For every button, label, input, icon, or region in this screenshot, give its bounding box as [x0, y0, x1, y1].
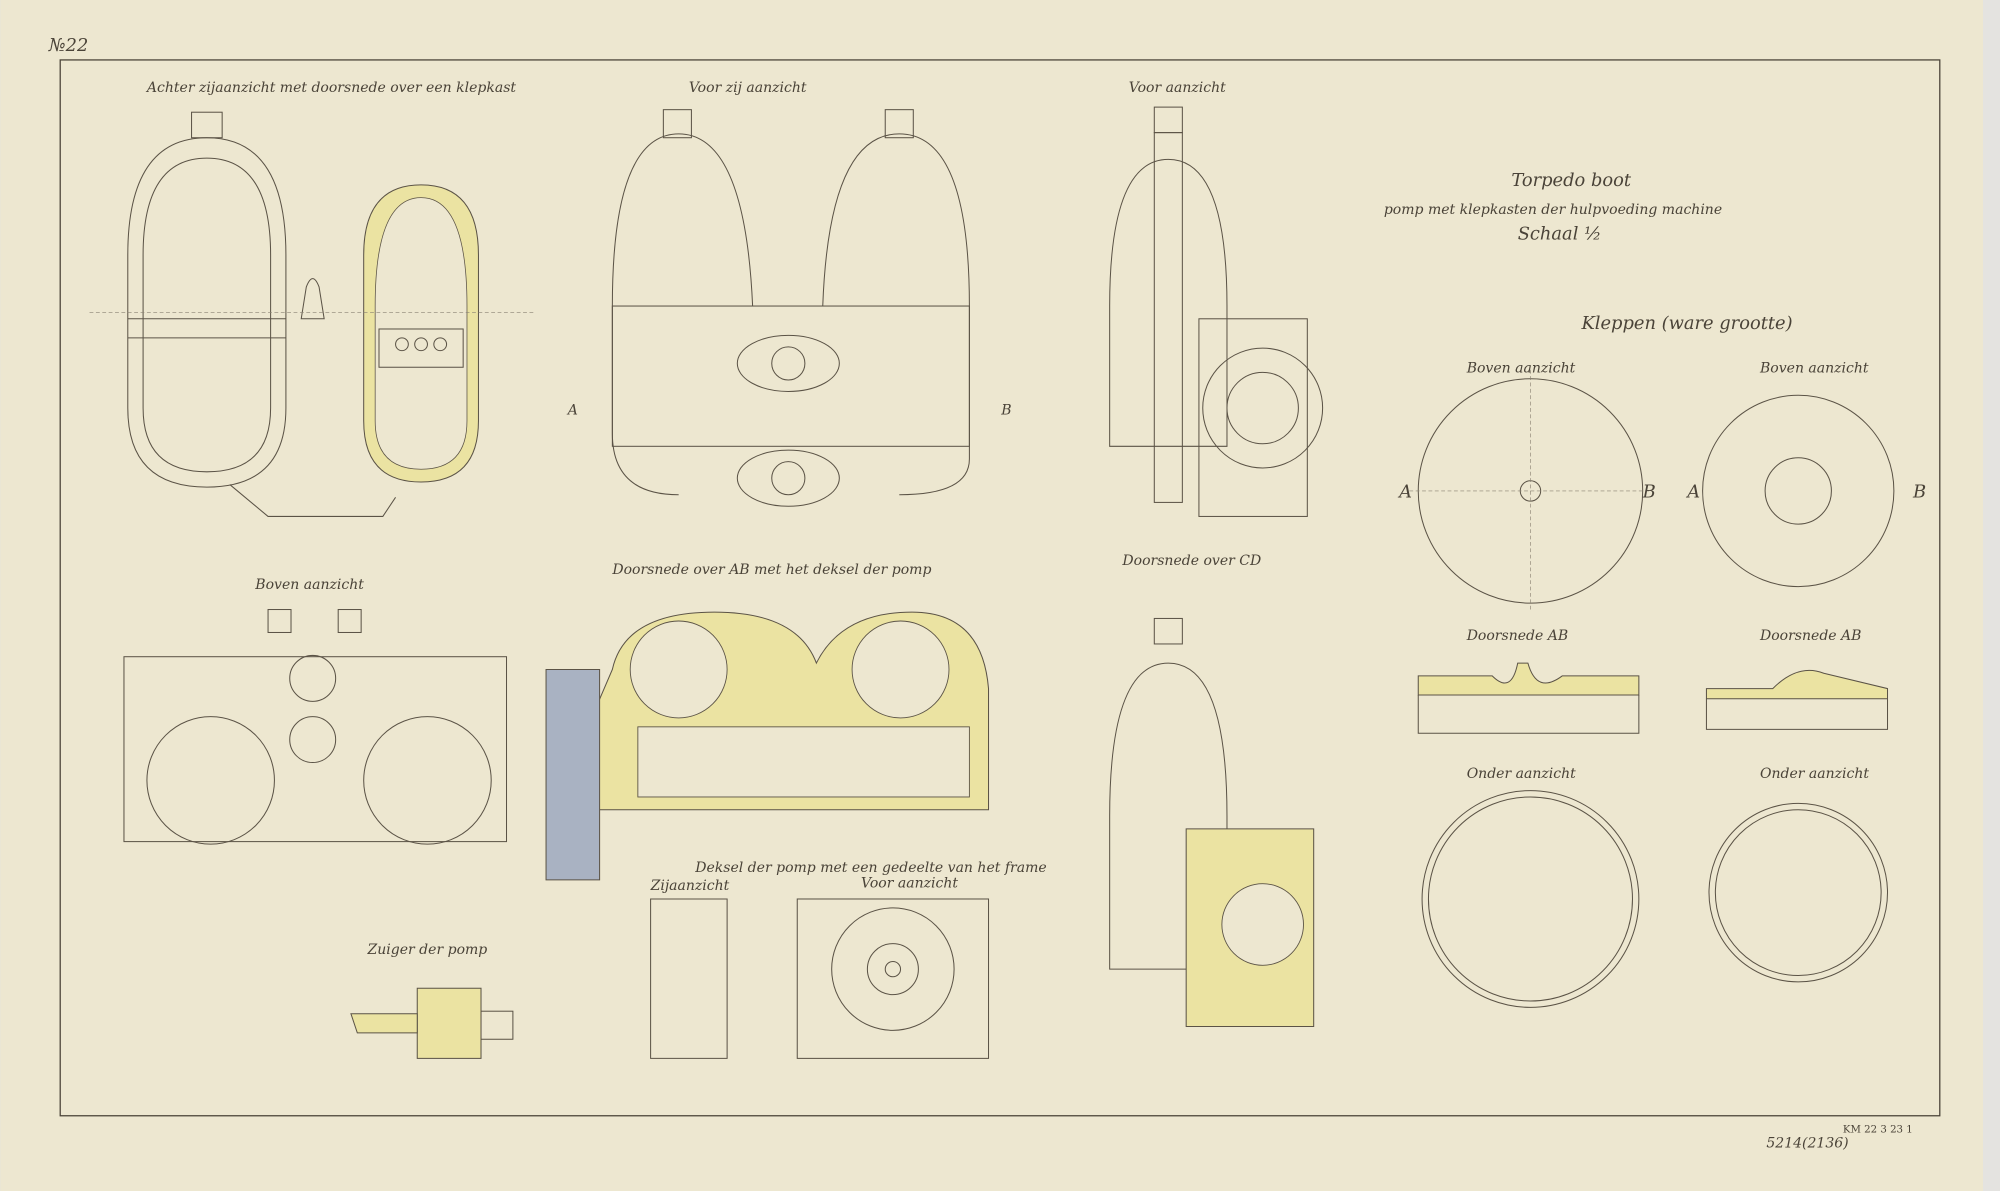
title-line-2: pomp met klepkasten der hulpvoeding mach… — [1384, 202, 1722, 218]
title-scale: Schaal ½ — [1518, 224, 1602, 245]
background-strip — [1983, 0, 2000, 1191]
valve-small-top-label: Boven aanzicht — [1759, 360, 1869, 376]
front-view — [1109, 106, 1324, 517]
archive-mark-1: 5214(2136) — [1766, 1136, 1848, 1152]
marker-b: B — [1000, 402, 1011, 418]
cover-views — [650, 898, 990, 1059]
valve-large: Boven aanzicht A B Doorsnede AB Onder aa… — [1397, 360, 1656, 1008]
valve-small-marker-a: A — [1685, 481, 1700, 502]
sheet-number: №22 — [48, 35, 89, 56]
top-view — [123, 609, 508, 845]
label-rear-side-section: Achter zijaanzicht met doorsnede over ee… — [145, 80, 516, 96]
valve-small-bottom-label: Onder aanzicht — [1760, 766, 1869, 782]
section-cd-view — [1109, 617, 1315, 1028]
piston-view — [350, 987, 514, 1059]
front-side-view: A B — [566, 109, 1012, 507]
marker-a: A — [566, 402, 578, 418]
label-cover-frame: Deksel der pomp met een gedeelte van het… — [694, 860, 1046, 876]
archive-mark-2: KM 22 3 23 1 — [1843, 1124, 1913, 1135]
label-top-view: Boven aanzicht — [254, 577, 364, 593]
label-section-ab: Doorsnede over AB met het deksel der pom… — [611, 562, 931, 578]
label-cover-front: Voor aanzicht — [861, 876, 958, 892]
valve-small-marker-b: B — [1912, 481, 1926, 502]
label-section-cd: Doorsnede over CD — [1121, 553, 1261, 569]
label-piston: Zuiger der pomp — [367, 942, 488, 958]
valve-large-top-label: Boven aanzicht — [1466, 360, 1576, 376]
valve-large-marker-a: A — [1397, 481, 1412, 502]
drawing-border — [59, 59, 1941, 1117]
label-front: Voor aanzicht — [1129, 80, 1226, 96]
title-line-1: Torpedo boot — [1511, 170, 1632, 191]
valve-large-section-label: Doorsnede AB — [1466, 628, 1568, 644]
valves-heading: Kleppen (ware grootte) — [1580, 313, 1792, 334]
valve-small: Boven aanzicht A B Doorsnede AB Onder aa… — [1685, 360, 1926, 983]
label-cover-side: Zijaanzicht — [650, 878, 730, 894]
valve-small-section-label: Doorsnede AB — [1759, 628, 1861, 644]
valve-large-marker-b: B — [1642, 481, 1656, 502]
label-front-side: Voor zij aanzicht — [689, 80, 807, 96]
section-ab-view — [545, 611, 990, 881]
valve-large-bottom-label: Onder aanzicht — [1467, 766, 1576, 782]
rear-side-view — [89, 111, 536, 517]
